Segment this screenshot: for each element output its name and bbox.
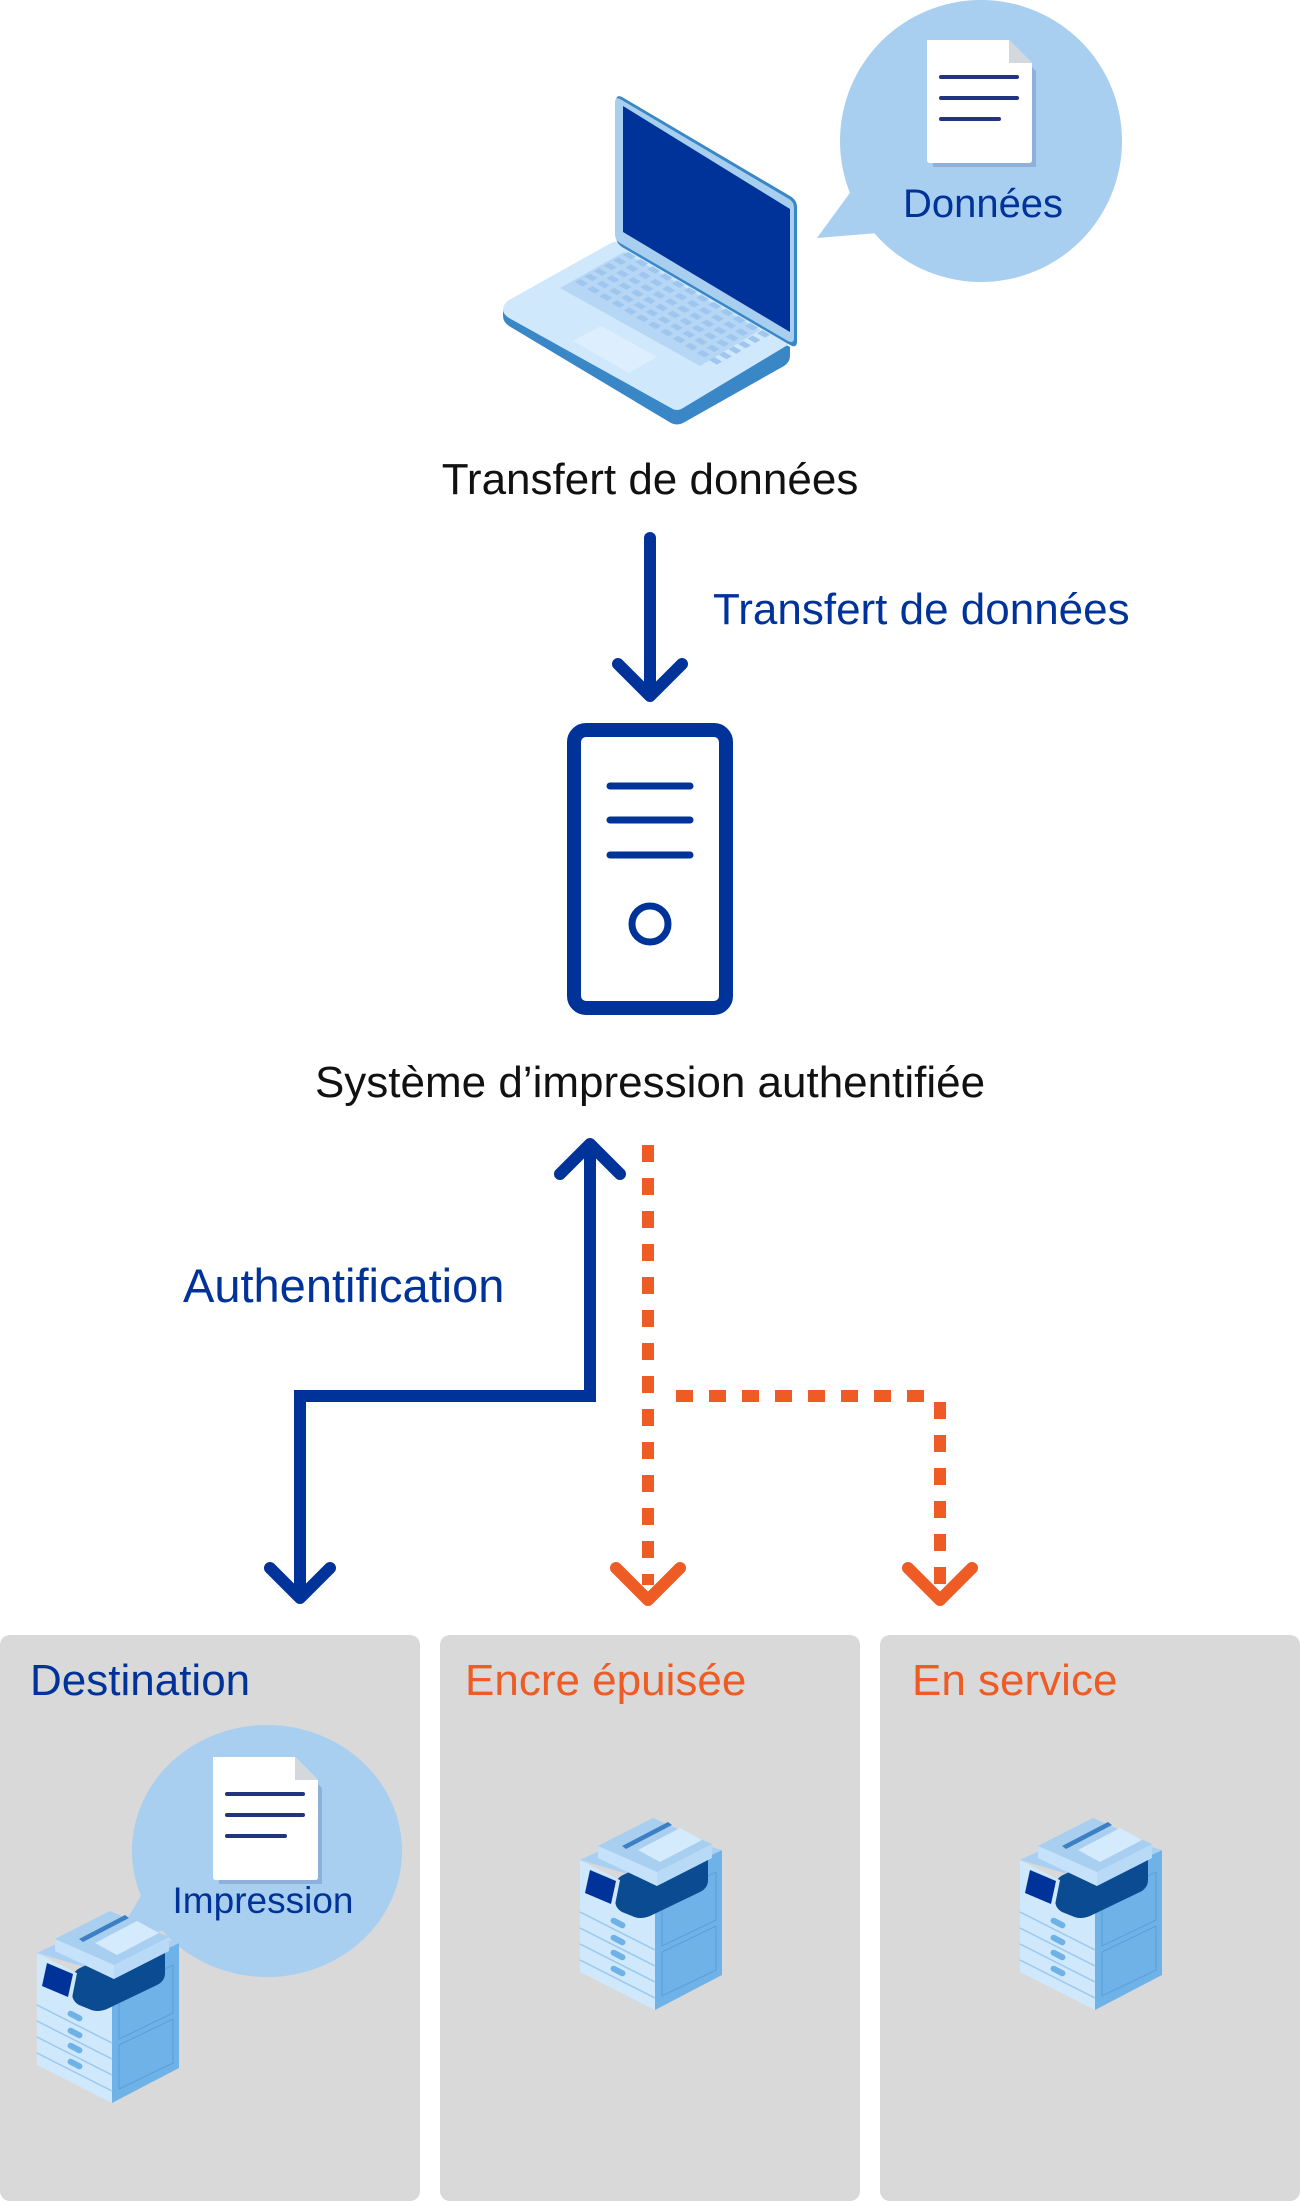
laptop-icon [503, 96, 797, 425]
keyboard-key [599, 293, 613, 301]
keyboard-key [708, 301, 722, 310]
keyboard-key [655, 303, 669, 312]
keyboard-key [711, 314, 724, 322]
keyboard-key [587, 286, 601, 294]
transfer-arrow [612, 532, 688, 702]
keyboard-key [650, 278, 663, 287]
keyboard-key [652, 291, 666, 299]
keyboard-key [670, 323, 683, 331]
keyboard-key [575, 279, 588, 287]
keyboard-key [698, 307, 712, 315]
keyboard-key [674, 292, 688, 301]
keyboard-key [720, 308, 734, 317]
keyboard-key [637, 271, 651, 280]
in-service-panel[interactable]: En service [880, 1635, 1300, 2201]
keyboard-key [709, 357, 723, 365]
print-speech-bubble: Impression [36, 1725, 402, 2104]
keyboard-key [686, 300, 700, 308]
keyboard-key [621, 294, 635, 303]
keyboard-key [747, 335, 761, 343]
printer-icon [579, 1817, 723, 2011]
keyboard-key [594, 268, 608, 276]
panel-title-destination: Destination [30, 1656, 251, 1705]
unavailable-route-arrows [610, 1145, 978, 1606]
keyboard-key [645, 309, 659, 317]
data-speech-bubble: Données [817, 0, 1122, 282]
keyboard-key [757, 330, 771, 338]
keyboard-key [706, 344, 720, 353]
keyboard-key [640, 284, 654, 292]
keyboard-key [618, 282, 632, 290]
laptop-label: Transfert de données [441, 455, 859, 504]
keyboard-key [694, 337, 708, 345]
destination-panel[interactable]: Destination Impression [0, 1635, 420, 2201]
keyboard-key [606, 275, 620, 283]
keyboard-key [635, 259, 649, 267]
authentication-label: Authentification [183, 1259, 505, 1312]
server-label: Système d’impression authentifiée [314, 1058, 986, 1107]
keyboard-key [725, 333, 739, 342]
printer-icon-wrapper [579, 1817, 723, 2011]
panel-title-in-service: En service [912, 1656, 1118, 1705]
transfer-flow-label: Transfert de données [713, 585, 1130, 634]
keyboard-key [664, 298, 678, 306]
keyboard-key [613, 257, 627, 265]
keyboard-key [648, 321, 662, 330]
keyboard-key [623, 252, 636, 260]
server-tower-icon [567, 723, 733, 1015]
printer-icon [1019, 1817, 1163, 2011]
keyboard-key [684, 287, 697, 295]
keyboard-key [677, 305, 690, 313]
keyboard-key [630, 289, 644, 297]
keyboard-key [679, 317, 693, 326]
keyboard-key [611, 300, 625, 308]
keyboard-key [728, 346, 742, 354]
keyboard-key [633, 302, 647, 310]
keyboard-key [704, 332, 717, 340]
keyboard-key [636, 314, 649, 322]
keyboard-key [684, 342, 698, 351]
keyboard-key [716, 339, 730, 347]
panel-title-ink-empty: Encre épuisée [465, 1656, 747, 1705]
keyboard-key [609, 287, 622, 296]
keyboard-key [616, 269, 629, 278]
keyboard-key [671, 280, 685, 288]
keyboard-key [745, 323, 758, 331]
keyboard-key [659, 273, 673, 281]
keyboard-key [691, 325, 705, 333]
document-icon [211, 1755, 324, 1886]
keyboard-key [689, 312, 703, 320]
ink-empty-panel[interactable]: Encre épuisée [440, 1635, 860, 2201]
keyboard-key [596, 280, 610, 289]
keyboard-key [660, 328, 674, 337]
keyboard-key [713, 326, 727, 335]
keyboard-key [718, 351, 732, 360]
keyboard-key [682, 330, 696, 338]
keyboard-key [701, 319, 715, 328]
keyboard-key [625, 264, 639, 272]
printer-icon-wrapper [1019, 1817, 1163, 2011]
keyboard-key [584, 273, 598, 282]
bubble-label-donnees: Données [903, 182, 1063, 226]
keyboard-key [697, 350, 710, 358]
keyboard-key [696, 294, 710, 303]
keyboard-key [657, 316, 671, 324]
keyboard-key [735, 328, 749, 336]
keyboard-key [732, 315, 746, 324]
keyboard-key [647, 266, 661, 274]
keyboard-key [667, 310, 681, 319]
keyboard-key [628, 277, 642, 285]
keyboard-key [643, 296, 656, 305]
keyboard-key [723, 321, 737, 329]
printer-icon [36, 1910, 180, 2104]
bubble-label-impression: Impression [173, 1880, 354, 1921]
keyboard-key [738, 340, 751, 349]
keyboard-key [623, 307, 637, 315]
keyboard-key [662, 285, 676, 294]
authentication-arrow [264, 1138, 626, 1604]
keyboard-key [672, 335, 686, 344]
document-icon [925, 38, 1038, 169]
keyboard-key [603, 262, 617, 271]
